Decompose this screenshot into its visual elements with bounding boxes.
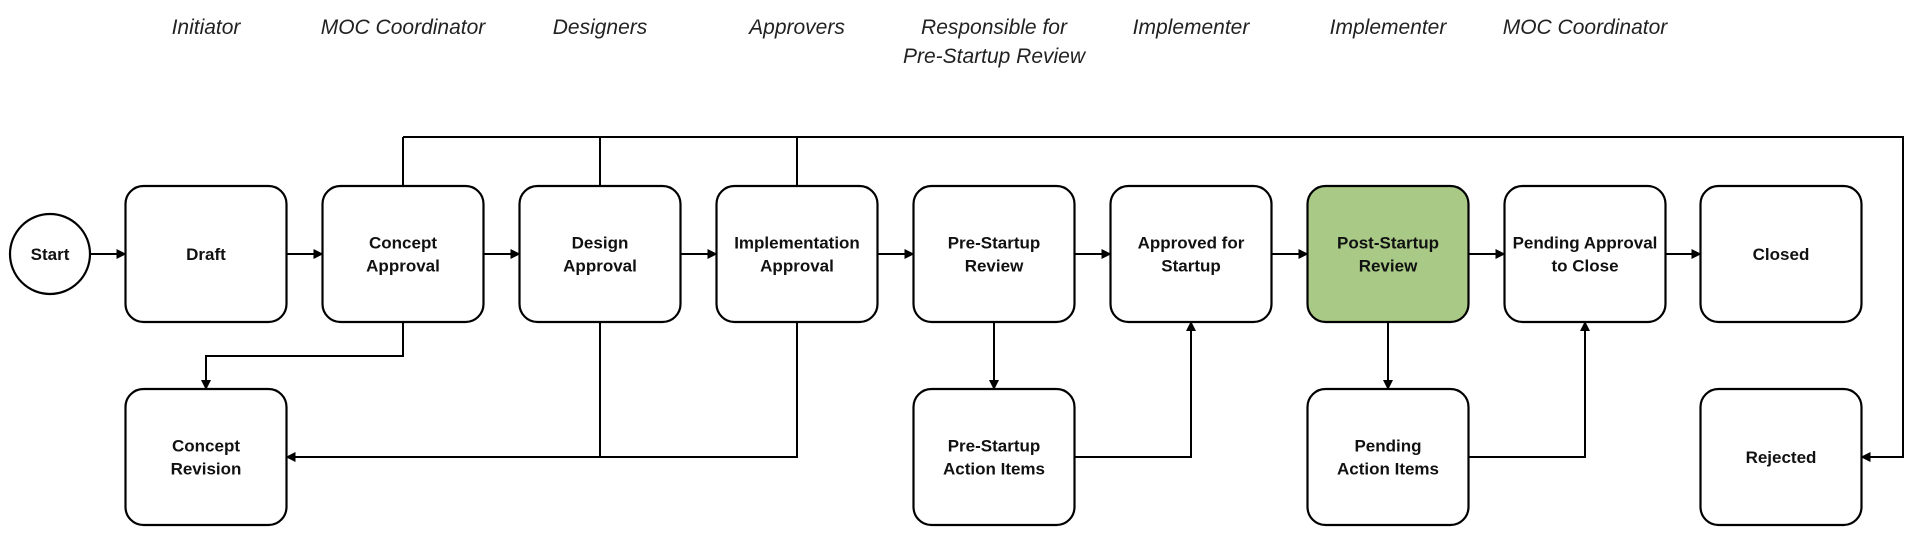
arrow-implementation-approval-to-revision xyxy=(285,322,798,462)
draft-node-label: Draft xyxy=(186,245,226,264)
start-node-label: Start xyxy=(31,245,70,264)
closed-node xyxy=(1699,184,1863,324)
concept-revision-node xyxy=(124,387,288,527)
role-label: MOC Coordinator xyxy=(321,16,487,39)
arrow-to-rejected xyxy=(403,136,1904,462)
role-label: MOC Coordinator xyxy=(1503,16,1669,39)
connectors xyxy=(90,136,1904,462)
role-labels: Initiator MOC Coordinator Designers Approve… xyxy=(172,16,1669,68)
rejected-node-label: Rejected xyxy=(1746,448,1817,467)
post-startup-review-node xyxy=(1306,184,1470,324)
design-approval-node xyxy=(518,184,682,324)
pending-action-items-node xyxy=(1306,387,1470,527)
pre-startup-action-items-node xyxy=(912,387,1076,527)
role-label: Initiator xyxy=(172,16,242,39)
rejected-node xyxy=(1699,387,1863,527)
approved-for-startup-node xyxy=(1109,184,1273,324)
role-label: Implementer xyxy=(1133,16,1251,39)
draft-node xyxy=(124,184,288,324)
role-label: Approvers xyxy=(747,16,845,39)
pre-startup-review-node xyxy=(912,184,1076,324)
arrow-concept-approval-revision xyxy=(201,313,408,390)
role-label: Implementer xyxy=(1330,16,1448,39)
role-label: Designers xyxy=(553,16,648,39)
pending-approval-to-close-node xyxy=(1503,184,1667,324)
start-node xyxy=(8,212,92,296)
closed-node-label: Closed xyxy=(1753,245,1810,264)
arrow-action-items-to-approved xyxy=(1074,321,1196,458)
arrow-pending-items-to-close xyxy=(1468,321,1590,458)
implementation-approval-node xyxy=(715,184,879,324)
concept-approval-node xyxy=(321,184,485,324)
